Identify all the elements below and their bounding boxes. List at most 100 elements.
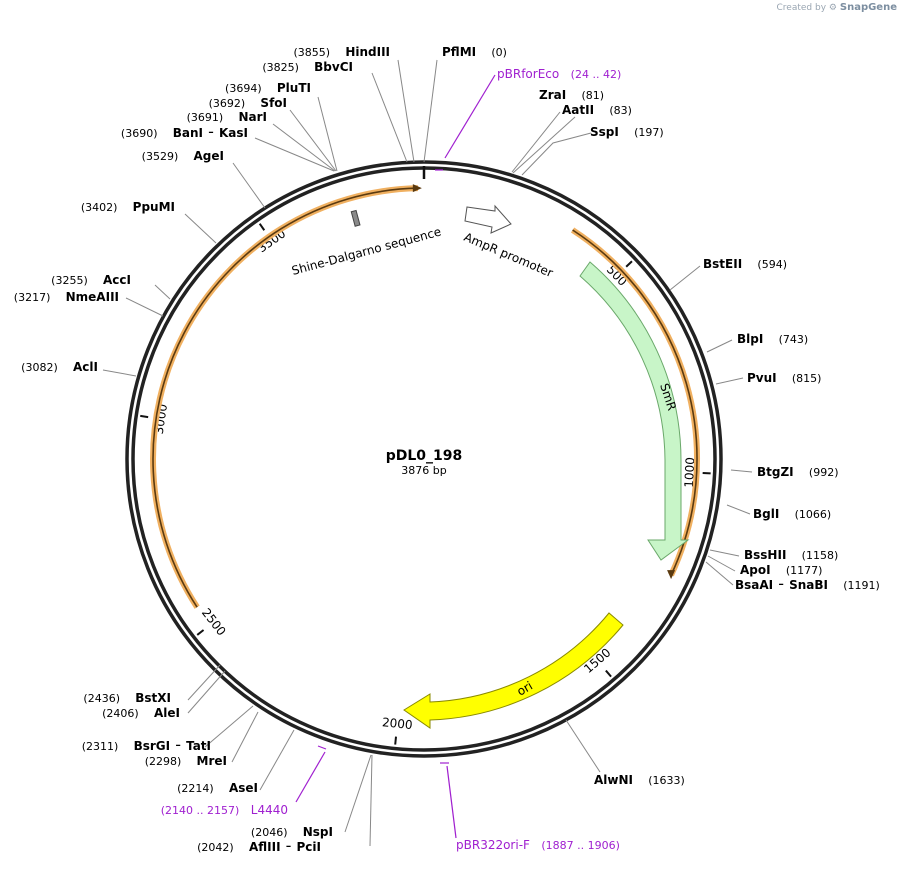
- feature-shine-dalgarno[interactable]: Shine-Dalgarno sequence: [290, 210, 442, 277]
- shine-dalgarno-label: Shine-Dalgarno sequence: [290, 224, 442, 277]
- primer-label-pbr322ori-f[interactable]: pBR322ori-F (1887 .. 1906): [456, 838, 620, 852]
- scale-tick: [395, 737, 396, 745]
- site-name: NarI: [238, 110, 267, 124]
- site-name: SspI: [590, 125, 619, 139]
- site-position: (992): [809, 466, 839, 479]
- feature-amp-promoter[interactable]: AmpR promoter: [462, 206, 555, 280]
- scale-tick: [260, 224, 265, 231]
- amp-promoter-label: AmpR promoter: [462, 230, 555, 280]
- site-name: AflIII: [249, 840, 281, 854]
- site-label-pluti[interactable]: (3694) PluTI: [225, 77, 311, 96]
- site-name: SfoI: [260, 96, 287, 110]
- site-position: (83): [609, 104, 632, 117]
- site-label-bstxi[interactable]: (2436) BstXI: [83, 687, 171, 706]
- site-label-asei[interactable]: (2214) AseI: [177, 777, 258, 796]
- site-position: (3529): [142, 150, 179, 163]
- site-name: NmeAIII: [66, 290, 119, 304]
- site-name: AleI: [154, 706, 180, 720]
- primer-name: L4440: [251, 803, 288, 817]
- primer-name: pBRforEco: [497, 67, 559, 81]
- scale-tick-label: 2000: [381, 715, 413, 732]
- site-name: AseI: [229, 781, 258, 795]
- site-name-alt: SnaBI: [789, 578, 828, 592]
- site-name-alt: KasI: [219, 126, 248, 140]
- site-position: (1191): [843, 579, 880, 592]
- site-label-blpi[interactable]: BlpI (743): [737, 328, 808, 347]
- site-name: AclI: [73, 360, 98, 374]
- site-position: (3082): [21, 361, 58, 374]
- orange-arcs: [153, 184, 697, 607]
- site-position: (197): [634, 126, 664, 139]
- site-position: (3825): [262, 61, 299, 74]
- site-position: (2311): [82, 740, 119, 753]
- site-name: AatII: [562, 103, 594, 117]
- site-name-alt: PciI: [297, 840, 322, 854]
- site-position: (594): [757, 258, 787, 271]
- site-name: ZraI: [539, 88, 566, 102]
- site-name: BtgZI: [757, 465, 794, 479]
- scale-tick: [626, 261, 632, 267]
- site-position: (2042): [197, 841, 234, 854]
- site-position: (2406): [102, 707, 139, 720]
- scale-tick: [197, 630, 203, 635]
- site-name: MreI: [197, 754, 227, 768]
- site-name: BbvCI: [314, 60, 353, 74]
- site-name: PvuI: [747, 371, 777, 385]
- site-name: ApoI: [740, 563, 771, 577]
- site-name: AgeI: [194, 149, 224, 163]
- site-position: (1633): [648, 774, 685, 787]
- primer-label-l4440[interactable]: (2140 .. 2157) L4440: [161, 803, 288, 817]
- site-name: PpuMI: [133, 200, 175, 214]
- primer-range: (24 .. 42): [571, 68, 622, 81]
- site-name: NspI: [303, 825, 333, 839]
- plasmid-size: 3876 bp: [401, 464, 446, 477]
- site-name: HindIII: [345, 45, 390, 59]
- site-label-bsteii[interactable]: BstEII (594): [703, 253, 787, 272]
- site-name: BanI: [173, 126, 203, 140]
- site-name: AlwNI: [594, 773, 633, 787]
- site-label-bgli[interactable]: BglI (1066): [753, 503, 831, 522]
- site-position: (1177): [786, 564, 823, 577]
- site-position: (0): [491, 46, 507, 59]
- site-name: BlpI: [737, 332, 763, 346]
- site-label-bsshii[interactable]: BssHII (1158): [744, 544, 838, 563]
- site-position: (2436): [83, 692, 120, 705]
- site-label-nmeaiii[interactable]: (3217) NmeAIII: [14, 286, 119, 305]
- site-position: (1158): [802, 549, 839, 562]
- primer-range: (1887 .. 1906): [541, 839, 620, 852]
- site-label-ppumi[interactable]: (3402) PpuMI: [81, 196, 175, 215]
- site-label-pflmi[interactable]: PflMI (0): [442, 41, 507, 60]
- plasmid-name: pDL0_198: [386, 448, 463, 464]
- primer-label-pbrforeco[interactable]: pBRforEco (24 .. 42): [497, 67, 621, 81]
- site-position: (1066): [795, 508, 832, 521]
- site-name: BsaAI: [735, 578, 773, 592]
- scale-tick-label: 2500: [199, 606, 229, 639]
- primer-name: pBR322ori-F: [456, 838, 530, 852]
- site-label-alwni[interactable]: AlwNI (1633): [594, 769, 685, 788]
- site-position: (3217): [14, 291, 51, 304]
- site-name: BstEII: [703, 257, 742, 271]
- site-label-agei[interactable]: (3529) AgeI: [142, 145, 224, 164]
- site-position: (815): [792, 372, 822, 385]
- site-name: AccI: [103, 273, 131, 287]
- site-label-btgzi[interactable]: BtgZI (992): [757, 461, 839, 480]
- site-position: (743): [779, 333, 809, 346]
- site-name: PluTI: [277, 81, 311, 95]
- site-label-pvui[interactable]: PvuI (815): [747, 367, 821, 386]
- amp-promoter-arrow: [465, 206, 511, 233]
- site-name: PflMI: [442, 45, 476, 59]
- site-position: (2214): [177, 782, 214, 795]
- shine-dalgarno-mark: [351, 210, 360, 226]
- site-label-sspi[interactable]: SspI (197): [590, 121, 664, 140]
- primer-range: (2140 .. 2157): [161, 804, 240, 817]
- site-name: BsrGI: [134, 739, 171, 753]
- site-position: (3690): [121, 127, 158, 140]
- site-name: BglI: [753, 507, 779, 521]
- site-position: (3402): [81, 201, 118, 214]
- site-position: (2298): [145, 755, 182, 768]
- site-label-acli[interactable]: (3082) AclI: [21, 356, 98, 375]
- scale-tick: [606, 671, 611, 677]
- scale-tick: [140, 416, 148, 417]
